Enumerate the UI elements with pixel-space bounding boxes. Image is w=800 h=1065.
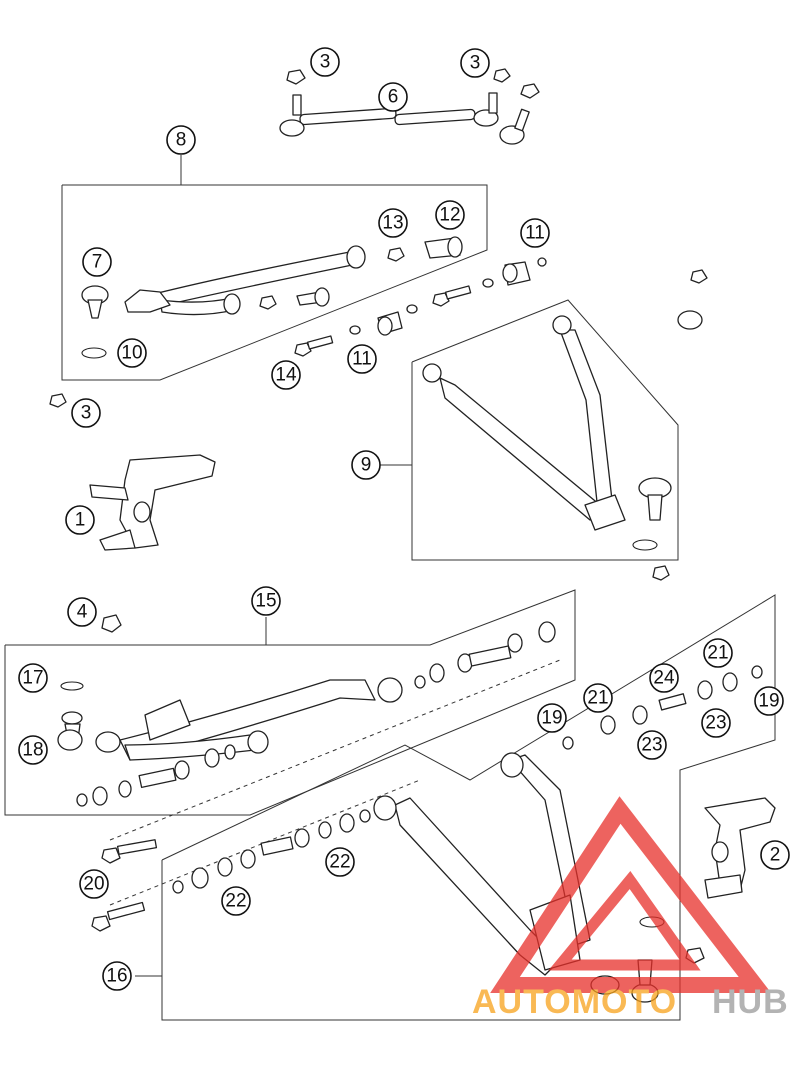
group-box-16 <box>161 594 776 1021</box>
svg-text:3: 3 <box>320 52 331 73</box>
svg-text:4: 4 <box>77 602 88 623</box>
callout-3b: 3 <box>460 48 490 78</box>
svg-text:3: 3 <box>470 53 481 74</box>
svg-text:23: 23 <box>705 713 726 734</box>
svg-text:23: 23 <box>641 735 662 756</box>
callout-8: 8 <box>166 125 196 155</box>
upper-hardware <box>49 257 547 408</box>
callout-17: 17 <box>18 663 48 693</box>
callout-2: 2 <box>760 840 790 870</box>
upper-a-arm <box>81 236 463 359</box>
callout-21a: 21 <box>703 638 733 668</box>
callout-20: 20 <box>79 869 109 899</box>
svg-text:24: 24 <box>653 668 675 689</box>
callout-9: 9 <box>351 450 381 480</box>
callout-19a: 19 <box>537 703 567 733</box>
group-box-8 <box>61 184 488 381</box>
callout-3a: 3 <box>310 47 340 77</box>
callout-21b: 21 <box>583 683 613 713</box>
group-box-9 <box>411 299 679 561</box>
watermark-text-automoto: AUTOMOTO <box>472 983 677 1021</box>
callout-11b: 11 <box>347 344 377 374</box>
svg-text:13: 13 <box>382 213 403 234</box>
callout-14: 14 <box>271 360 301 390</box>
svg-text:2: 2 <box>770 845 781 866</box>
callout-13: 13 <box>378 208 408 238</box>
svg-text:22: 22 <box>329 852 350 873</box>
callout-22b: 22 <box>221 886 251 916</box>
svg-text:8: 8 <box>176 130 187 151</box>
svg-text:3: 3 <box>81 403 92 424</box>
callout-19b: 19 <box>754 686 784 716</box>
svg-text:16: 16 <box>106 966 127 987</box>
svg-text:22: 22 <box>225 891 246 912</box>
a-arm-9 <box>422 315 672 581</box>
svg-text:18: 18 <box>22 740 43 761</box>
callout-1: 1 <box>65 505 95 535</box>
lower-a-arm-15 <box>57 677 403 761</box>
callout-6: 6 <box>378 82 408 112</box>
steering-knuckle-right <box>704 797 776 899</box>
callout-23a: 23 <box>701 708 731 738</box>
group-box-15 <box>4 589 576 816</box>
watermark-triangle-logo <box>490 796 772 993</box>
svg-text:17: 17 <box>22 668 43 689</box>
bolts-20 <box>91 839 158 932</box>
watermark-text-hub: HUB <box>712 983 789 1021</box>
svg-text:12: 12 <box>439 205 460 226</box>
callout-10: 10 <box>117 338 147 368</box>
svg-text:14: 14 <box>275 365 297 386</box>
callout-12: 12 <box>435 200 465 230</box>
tie-rod-assembly <box>279 68 540 137</box>
callout-22a: 22 <box>325 847 355 877</box>
nut-4 <box>101 614 122 633</box>
callout-11a: 11 <box>520 218 550 248</box>
callout-3c: 3 <box>71 398 101 428</box>
callout-4: 4 <box>67 597 97 627</box>
svg-text:20: 20 <box>83 874 104 895</box>
svg-text:11: 11 <box>525 223 545 244</box>
svg-text:10: 10 <box>121 343 142 364</box>
svg-text:9: 9 <box>361 455 372 476</box>
svg-text:21: 21 <box>587 688 608 709</box>
steering-rod <box>499 108 708 330</box>
callout-23b: 23 <box>637 730 667 760</box>
svg-text:15: 15 <box>255 591 276 612</box>
svg-text:6: 6 <box>388 87 399 108</box>
svg-text:21: 21 <box>707 643 728 664</box>
callout-16: 16 <box>102 961 132 991</box>
svg-text:1: 1 <box>75 510 86 531</box>
callout-24: 24 <box>649 663 679 693</box>
svg-text:11: 11 <box>352 349 372 370</box>
automotohub-watermark: AUTOMOTO HUB <box>472 796 789 1021</box>
svg-text:19: 19 <box>758 691 779 712</box>
bushing-stacks <box>76 621 763 894</box>
callout-15: 15 <box>251 586 281 616</box>
callout-18: 18 <box>18 735 48 765</box>
svg-text:19: 19 <box>541 708 562 729</box>
steering-knuckle-left <box>89 454 216 551</box>
leader-20a <box>109 659 561 841</box>
callout-7: 7 <box>82 247 112 277</box>
svg-text:7: 7 <box>92 252 103 273</box>
